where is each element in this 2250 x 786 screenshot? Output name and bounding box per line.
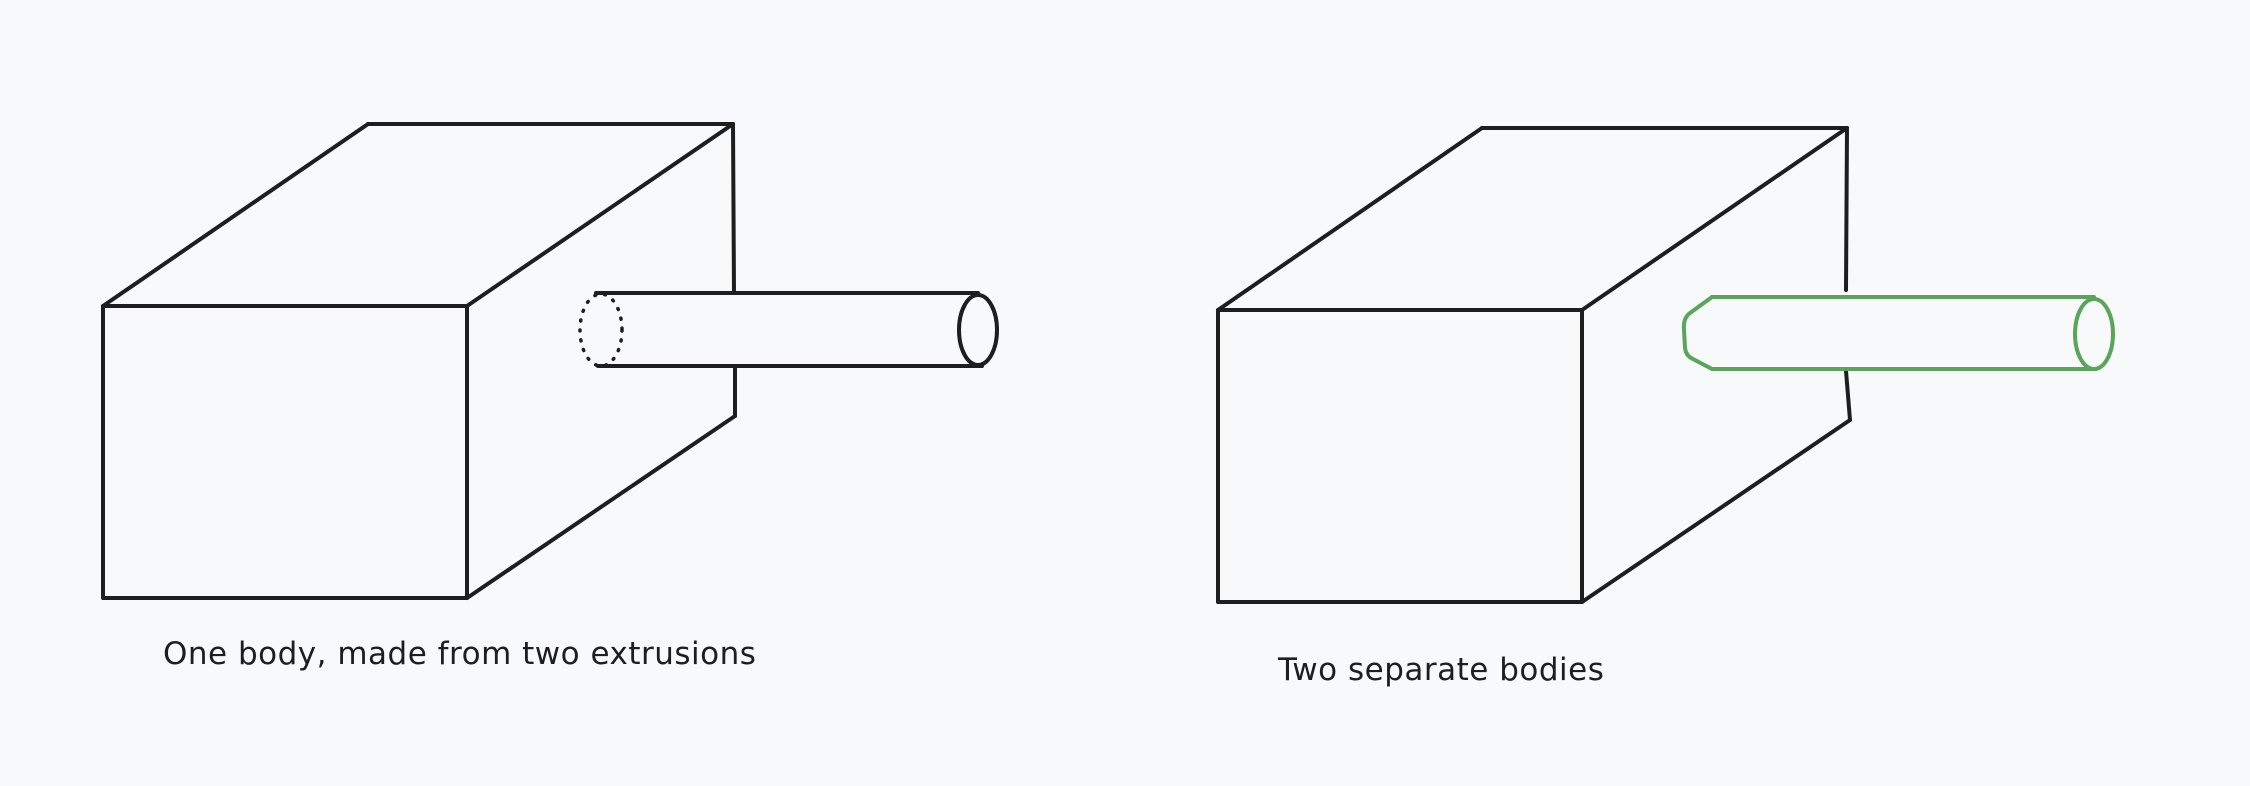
left-cylinder [578,291,999,368]
left-box [101,122,737,600]
left-box-back-vertical-upper [731,122,736,295]
left-figure-caption: One body, made from two extrusions [163,636,757,672]
right-figure-caption: Two separate bodies [1278,652,1605,688]
left-figure [101,122,999,600]
right-box-top-left-edge [1216,126,1484,312]
left-cylinder-hidden-end [578,292,624,368]
right-box-bottom-right-edge [1580,418,1852,604]
right-box-back-vertical-lower [1844,369,1852,422]
right-cylinder-visible-end [2073,297,2115,371]
left-box-top-left-edge [101,122,370,308]
left-cylinder-visible-end [957,293,999,367]
right-box [1216,126,1852,604]
right-cylinder [1681,295,2115,371]
left-box-bottom-right-edge [465,414,737,600]
right-cylinder-start-cap [1681,295,1714,371]
left-box-top-right-edge [465,122,735,308]
right-box-back-vertical-upper [1844,126,1849,292]
right-box-top-right-edge [1580,126,1849,312]
left-box-front-face [101,304,469,600]
right-figure [1216,126,2115,604]
right-box-front-face [1216,308,1584,604]
